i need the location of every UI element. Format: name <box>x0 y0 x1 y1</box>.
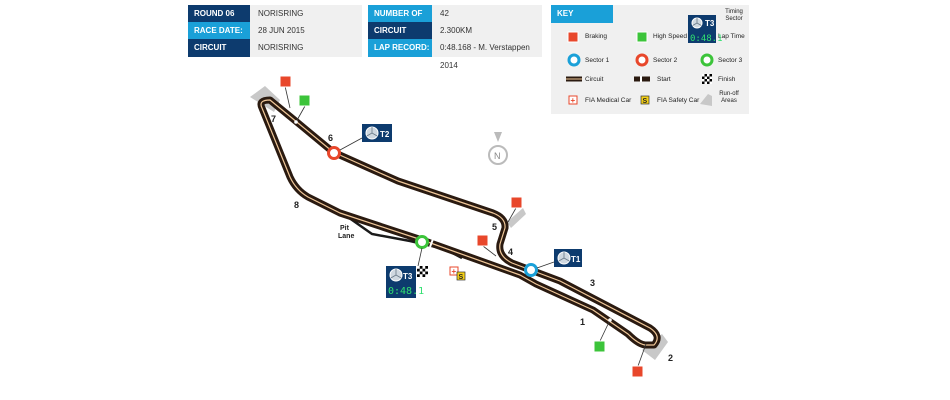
key-braking-label: Braking <box>585 33 608 40</box>
circuit-name-row: CIRCUIT NAME: NORISRING <box>188 39 362 70</box>
compass-letter: N <box>494 151 501 161</box>
key-icons: T3 0:48.1 + <box>566 15 723 106</box>
high-speed-marker-turn1 <box>593 340 606 353</box>
key-runoff-icon <box>700 94 712 106</box>
key-finish-label: Finish <box>718 76 736 83</box>
turn-3: 3 <box>590 278 595 288</box>
key-sector2-icon <box>635 53 649 67</box>
record-row: LAP RECORD: 0:48.168 - M. Verstappen 201… <box>368 39 542 70</box>
pit-lane-label-line1: Pit <box>340 225 350 232</box>
key-sector1-label: Sector 1 <box>585 57 610 64</box>
race-date-value: 28 JUN 2015 <box>250 22 362 40</box>
braking-markers <box>279 75 647 378</box>
key-finish-icon <box>702 74 712 84</box>
sector2-marker <box>327 146 341 160</box>
braking-marker-turn5 <box>510 196 523 209</box>
key-title: KEY <box>551 5 613 23</box>
turn-1: 1 <box>580 317 585 327</box>
key-circuit-label: Circuit <box>585 76 604 83</box>
finish-flag-icon <box>417 266 428 277</box>
turn-4: 4 <box>508 247 513 257</box>
svg-text:S: S <box>643 98 648 105</box>
length-value: 2.300KM <box>432 22 542 40</box>
round-value: NORISRING <box>250 5 362 23</box>
high-speed-markers <box>294 94 612 353</box>
runoff-turn5 <box>507 208 526 228</box>
braking-marker-turn2 <box>631 365 644 378</box>
braking-marker-turn7 <box>279 75 292 88</box>
t1-tag: T1 <box>571 255 581 264</box>
medical-car-letter: + <box>452 267 457 276</box>
timing-sector-t2: T2 <box>339 124 392 151</box>
sector3-marker <box>415 235 429 249</box>
key-start-icon <box>634 76 650 82</box>
key-medical-car-icon: + <box>568 95 578 105</box>
high-speed-marker-turn7 <box>298 94 311 107</box>
key-braking-icon <box>567 31 579 43</box>
sector1-marker <box>524 263 538 277</box>
t2-tag: T2 <box>380 130 390 139</box>
turn-8: 8 <box>294 200 299 210</box>
circuit-track <box>257 96 661 349</box>
medical-car-marker: + <box>449 266 459 276</box>
race-date-label: RACE DATE: <box>188 22 250 40</box>
key-high-speed-label: High Speed <box>653 33 687 40</box>
record-value: 0:48.168 - M. Verstappen 2014 <box>432 39 542 70</box>
key-safety-car-label: FIA Safety Car <box>657 97 700 104</box>
key-timing-sector-label: Timing Sector <box>725 9 743 22</box>
circuit-name-label: CIRCUIT NAME: <box>188 39 250 70</box>
start-line <box>429 238 434 248</box>
svg-text:+: + <box>571 96 576 105</box>
circuit-name-value: NORISRING <box>250 39 362 57</box>
round-label: ROUND 06 <box>188 5 250 23</box>
turn-7: 7 <box>271 114 276 124</box>
key-lap-time-sample: 0:48.1 <box>690 34 723 44</box>
key-timing-sector-icon: T3 0:48.1 <box>688 15 723 44</box>
key-sector1-icon <box>567 53 581 67</box>
key-runoff-label: Run-off Areas <box>719 91 739 104</box>
braking-marker-turn4 <box>476 234 489 247</box>
key-lap-time-label: Lap Time <box>718 33 745 40</box>
key-sector-tag: T3 <box>705 19 715 28</box>
compass-icon: N <box>488 132 508 165</box>
timing-sector-t3: T3 0:48.1 <box>386 247 428 298</box>
race-date-row: RACE DATE: 28 JUN 2015 <box>188 22 362 40</box>
turn-2: 2 <box>668 353 673 363</box>
laps-row: NUMBER OF LAPS: 42 <box>368 5 542 36</box>
timing-sector-t1: T1 <box>536 249 582 269</box>
safety-car-marker: S <box>456 271 466 281</box>
t3-lap-time: 0:48.1 <box>388 286 424 297</box>
key-start-label: Start <box>657 76 671 83</box>
key-high-speed-icon <box>636 31 648 43</box>
record-label: LAP RECORD: <box>368 39 432 57</box>
laps-value: 42 <box>432 5 542 23</box>
turn-6: 6 <box>328 133 333 143</box>
key-sector3-icon <box>700 53 714 67</box>
round-row: ROUND 06 NORISRING <box>188 5 362 23</box>
key-sector3-label: Sector 3 <box>718 57 743 64</box>
key-medical-car-label: FIA Medical Car <box>585 97 632 104</box>
pit-lane-label-line2: Lane <box>338 233 354 240</box>
turn-5: 5 <box>492 222 497 232</box>
key-sector2-label: Sector 2 <box>653 57 678 64</box>
key-safety-car-icon: S <box>640 95 650 105</box>
safety-car-letter: S <box>459 274 464 281</box>
t3-tag: T3 <box>403 272 413 281</box>
